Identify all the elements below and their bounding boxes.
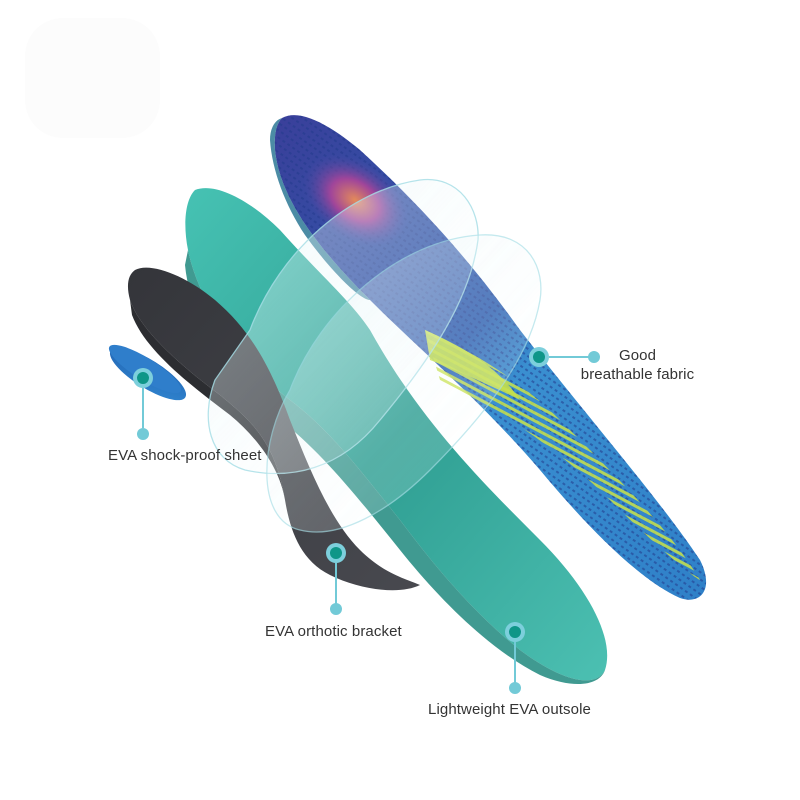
shock-sheet-label: EVA shock-proof sheet xyxy=(108,447,262,464)
outsole-marker[interactable] xyxy=(505,622,525,642)
fabric-leader-line xyxy=(549,356,593,358)
orthotic-bracket-end-dot xyxy=(330,603,342,615)
orthotic-bracket-marker[interactable] xyxy=(326,543,346,563)
translucent-bubbles xyxy=(207,178,542,533)
orthotic-bracket-label: EVA orthotic bracket xyxy=(265,623,402,640)
orthotic-bracket-leader-line xyxy=(335,563,337,605)
fabric-marker[interactable] xyxy=(529,347,549,367)
fabric-label-line2: breathable fabric xyxy=(580,366,695,383)
fabric-label-line1: Good xyxy=(618,347,657,364)
shock-sheet-end-dot xyxy=(137,428,149,440)
shock-sheet-leader-line xyxy=(142,388,144,428)
outsole-end-dot xyxy=(509,682,521,694)
fabric-end-dot xyxy=(588,351,600,363)
shock-sheet-marker[interactable] xyxy=(133,368,153,388)
outsole-leader-line xyxy=(514,642,516,684)
background-watermark xyxy=(25,18,160,138)
fabric-label: Good breathable fabric xyxy=(575,346,700,384)
outsole-label: Lightweight EVA outsole xyxy=(428,701,591,718)
